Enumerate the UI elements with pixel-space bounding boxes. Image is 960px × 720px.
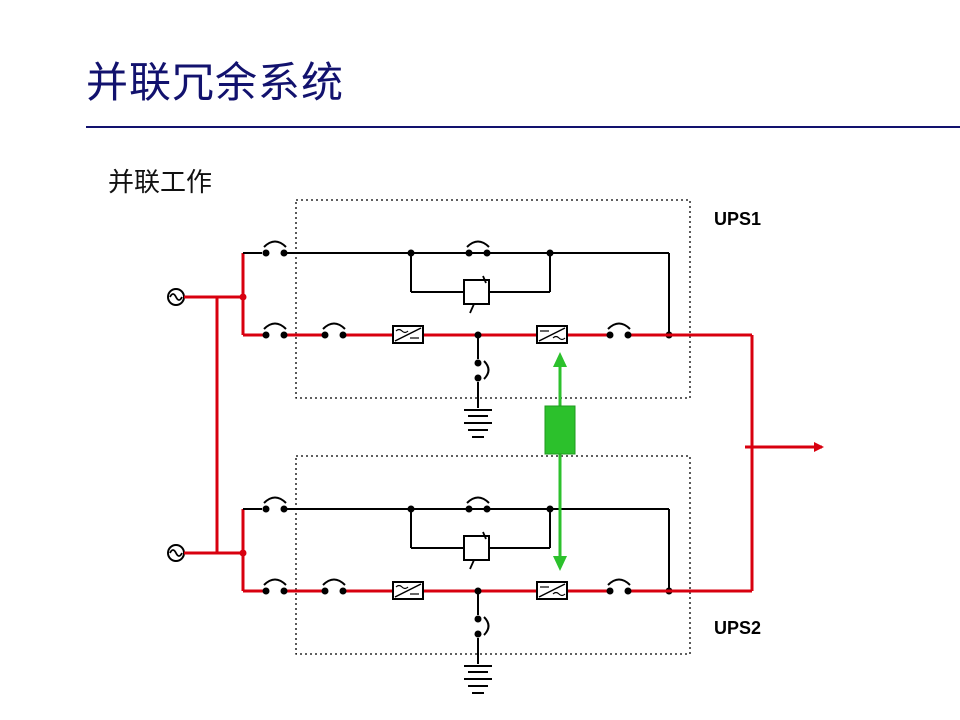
inverter-icon xyxy=(536,581,568,600)
output-bus xyxy=(745,335,824,591)
ups-enclosure xyxy=(295,199,691,399)
input-breaker-icon xyxy=(262,578,288,595)
battery-icon xyxy=(464,409,492,438)
battery-breaker-icon xyxy=(474,359,490,382)
bypass-breaker-icon xyxy=(262,240,288,257)
title-underline xyxy=(86,126,960,128)
rectifier-icon xyxy=(392,581,424,600)
static-switch-icon xyxy=(463,275,490,314)
bypass-breaker-icon xyxy=(262,496,288,513)
ups-enclosure xyxy=(295,455,691,655)
parallel-controller-box xyxy=(544,405,576,455)
maintenance-bypass-breaker-icon xyxy=(465,240,491,257)
output-breaker-icon xyxy=(606,578,632,595)
battery-icon xyxy=(464,665,492,694)
input-feeds xyxy=(167,288,247,562)
parallel-control-link xyxy=(544,352,576,571)
maintenance-bypass-breaker-icon xyxy=(465,496,491,513)
rectifier-breaker-icon xyxy=(321,322,347,339)
ups1-module xyxy=(241,199,752,438)
rectifier-breaker-icon xyxy=(321,578,347,595)
battery-breaker-icon xyxy=(474,615,490,638)
page-title: 并联冗余系统 xyxy=(86,58,345,107)
ups1-label: UPS1 xyxy=(714,209,762,229)
rectifier-icon xyxy=(392,325,424,344)
inverter-icon xyxy=(536,325,568,344)
static-switch-icon xyxy=(463,531,490,570)
section-subtitle: 并联工作 xyxy=(108,168,213,198)
ac-source-icon xyxy=(167,544,185,562)
ups2-label: UPS2 xyxy=(714,618,762,638)
input-breaker-icon xyxy=(262,322,288,339)
ups2-module xyxy=(241,455,752,694)
output-breaker-icon xyxy=(606,322,632,339)
ac-source-icon xyxy=(167,288,185,306)
